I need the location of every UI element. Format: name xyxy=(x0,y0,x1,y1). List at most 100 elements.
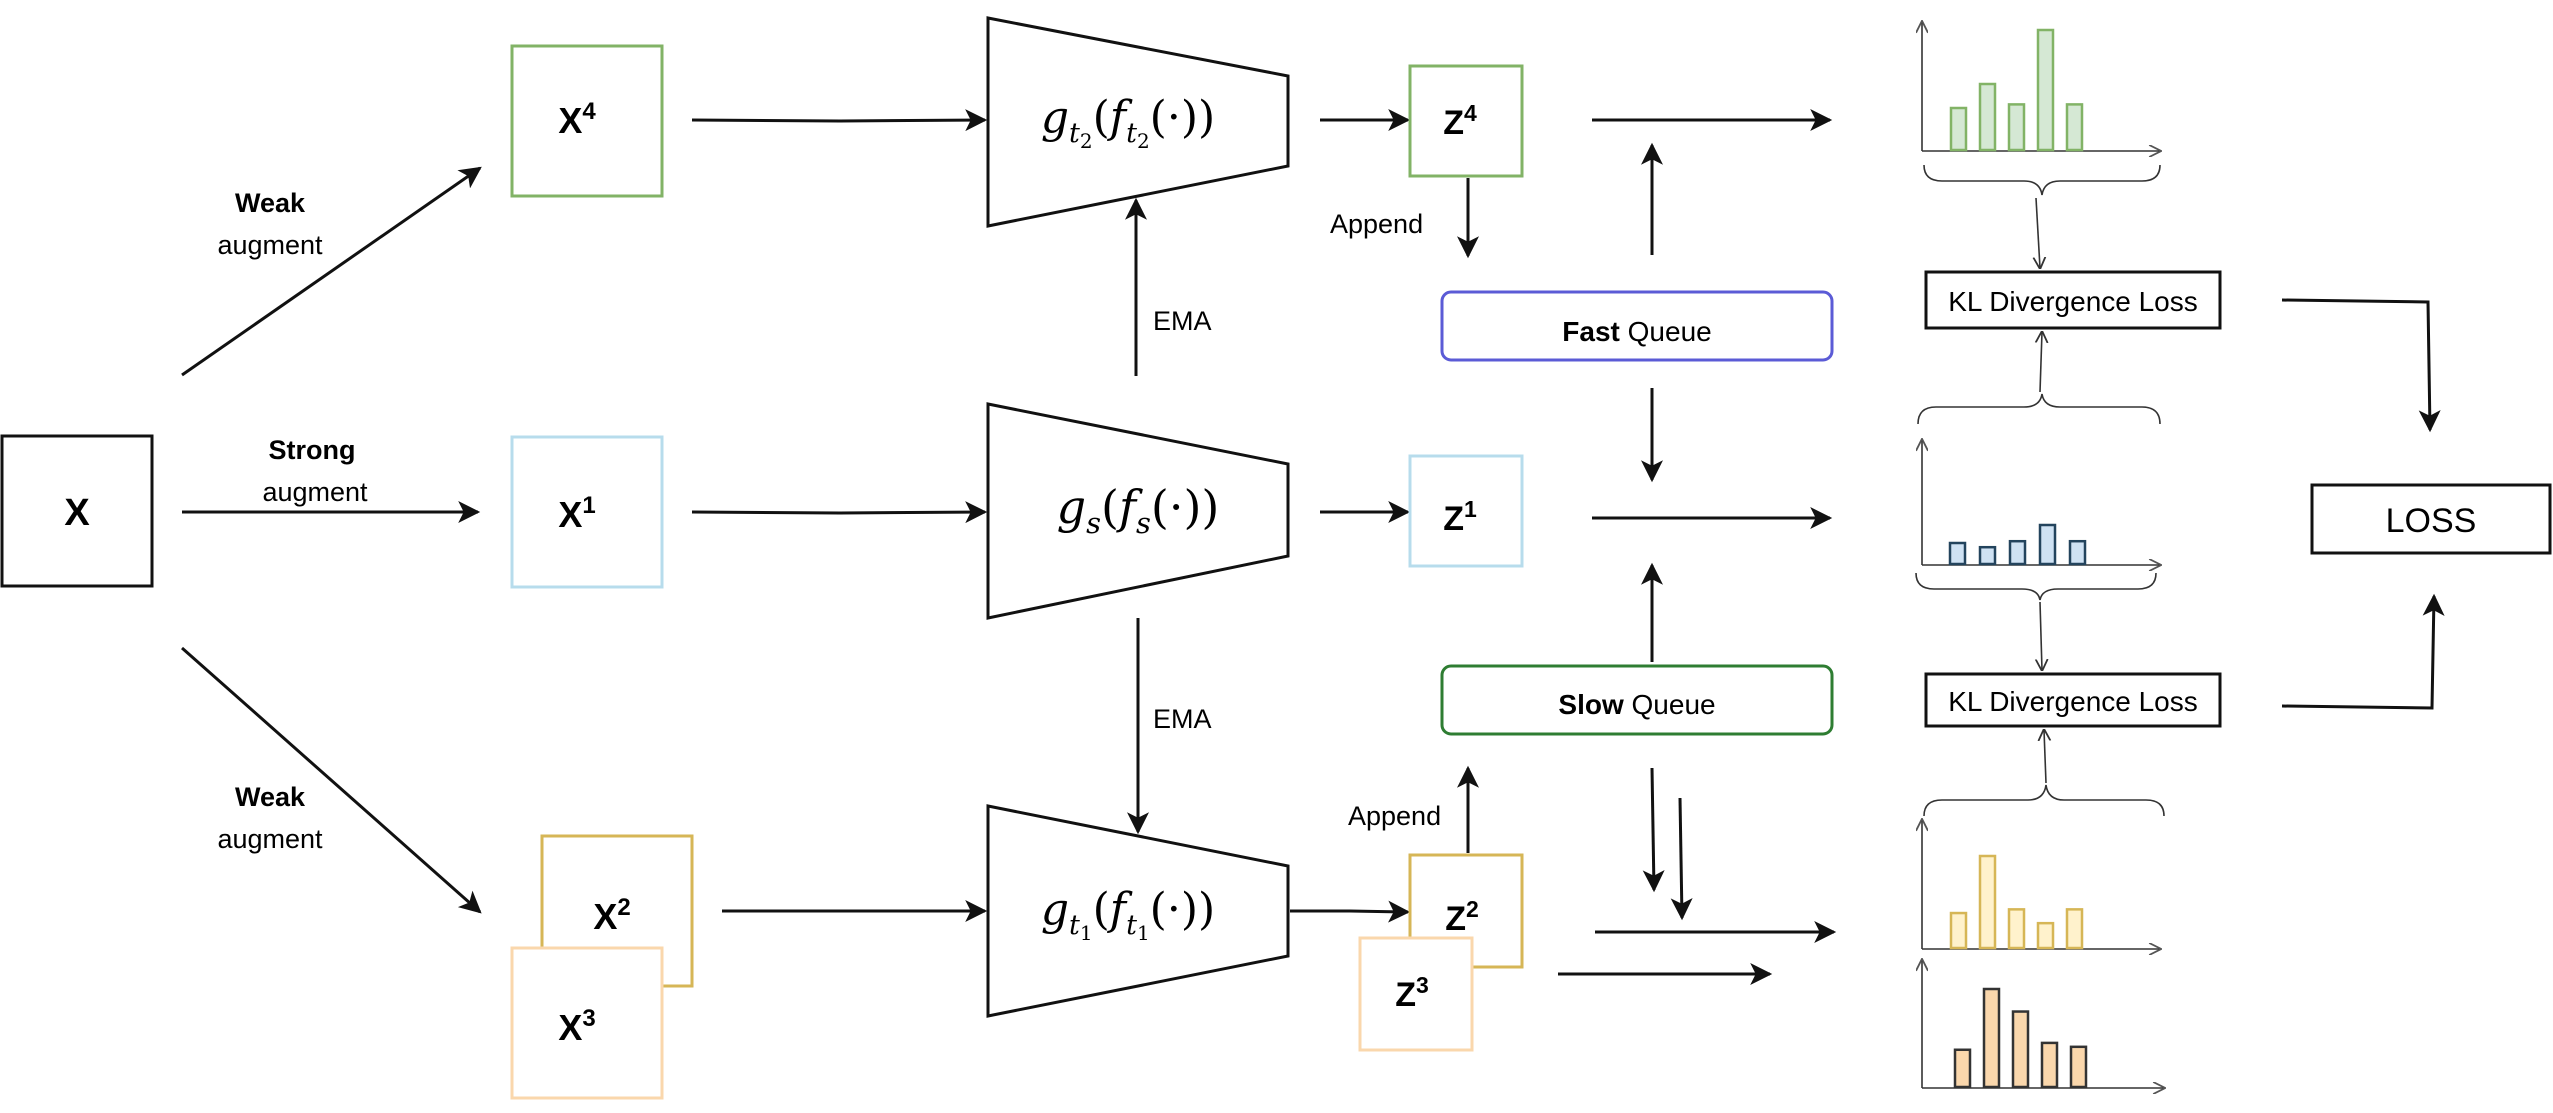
histogram-blue xyxy=(1915,440,2160,601)
embedding-z1-base: Z xyxy=(1443,500,1464,538)
kl-loss-bottom-label: KL Divergence Loss xyxy=(1948,686,2198,717)
histogram-yellow-bar-2 xyxy=(1978,854,1997,950)
svg-text:Slow Queue: Slow Queue xyxy=(1558,689,1715,720)
kl-loss-top: KL Divergence Loss xyxy=(1924,270,2222,330)
embedding-z2-base: Z xyxy=(1445,900,1466,938)
histogram-yellow-bar-4 xyxy=(2036,921,2055,950)
edge-kl-bottom-to-loss xyxy=(2281,593,2445,710)
teacher1-f-subsub: 1 xyxy=(1137,921,1150,945)
student-f-sub: s xyxy=(1136,506,1151,540)
augment-top-text: augment xyxy=(217,230,323,260)
svg-text:X1: X1 xyxy=(558,492,595,535)
network-teacher1: gt1(ft1(·)) xyxy=(986,804,1290,1018)
ema-label-top: EMA xyxy=(1153,306,1212,336)
embedding-z1-sup: 1 xyxy=(1464,496,1477,522)
teacher2-g-subsub: 2 xyxy=(1080,129,1093,153)
weak-augment-edge-top xyxy=(181,166,482,377)
kl-loss-bottom: KL Divergence Loss xyxy=(1924,672,2222,728)
histogram-orange-bar-2 xyxy=(1982,987,2001,1089)
histogram-yellow-bar-5 xyxy=(2065,908,2084,950)
input-node: X xyxy=(0,434,154,588)
view-x3-sup: 3 xyxy=(582,1005,595,1032)
svg-text:Z1: Z1 xyxy=(1443,496,1477,538)
teacher2-arg: (·)) xyxy=(1150,92,1215,143)
slow-queue-down-edge-2 xyxy=(1670,797,1693,921)
histogram-blue-brace-bottom xyxy=(1915,572,2157,601)
histogram-yellow-brace xyxy=(1923,784,2165,817)
histogram-yellow-bar-3 xyxy=(2007,908,2026,950)
histogram-green-brace xyxy=(1923,164,2161,196)
view-x4-base: X xyxy=(558,100,582,141)
teacher1-g: g xyxy=(1041,884,1069,935)
fast-queue-suffix: Queue xyxy=(1620,316,1712,347)
svg-text:Z3: Z3 xyxy=(1395,972,1429,1014)
svg-text:X4: X4 xyxy=(558,98,596,141)
teacher2-f-sub: t xyxy=(1126,118,1137,149)
histogram-green-bar-5 xyxy=(2065,103,2084,152)
student-g: g xyxy=(1057,480,1086,534)
view-x2-sup: 2 xyxy=(617,894,630,921)
ema-label-bottom: EMA xyxy=(1153,704,1212,734)
view-x3-base: X xyxy=(558,1007,582,1048)
histogram-blue-bar-3 xyxy=(2008,539,2027,566)
slow-queue-suffix: Queue xyxy=(1624,689,1716,720)
embedding-z4: Z4 xyxy=(1408,64,1524,178)
histogram-orange-bar-3 xyxy=(2011,1010,2030,1089)
histogram-blue-brace-top xyxy=(1917,393,2161,425)
view-x1-base: X xyxy=(558,494,582,535)
svg-text:Z2: Z2 xyxy=(1445,896,1479,938)
student-arg: (·)) xyxy=(1151,480,1219,534)
total-loss: LOSS xyxy=(2310,483,2552,555)
augment-bottom-strength: Weak xyxy=(235,782,306,812)
kl-loss-top-label: KL Divergence Loss xyxy=(1948,286,2198,317)
histogram-green-bar-1 xyxy=(1949,106,1968,152)
student-g-sub: s xyxy=(1086,506,1101,540)
embedding-z2-sup: 2 xyxy=(1466,896,1479,922)
embedding-z4-base: Z xyxy=(1443,104,1464,142)
embedding-z3: Z3 xyxy=(1358,936,1474,1052)
view-x4: X4 xyxy=(510,44,664,198)
teacher2-g-sub: t xyxy=(1069,118,1080,149)
teacher1-g-subsub: 1 xyxy=(1080,921,1093,945)
view-x1-sup: 1 xyxy=(582,492,595,519)
augment-top-strength: Weak xyxy=(235,188,306,218)
teacher1-arg: (·)) xyxy=(1150,884,1215,935)
histogram-green xyxy=(1922,22,2161,196)
network-teacher2: gt2(ft2(·)) xyxy=(986,16,1290,228)
total-loss-label: LOSS xyxy=(2386,502,2477,540)
view-x1: X1 xyxy=(510,435,664,589)
augment-middle-strength: Strong xyxy=(269,435,356,465)
input-label: X xyxy=(64,492,90,534)
slow-queue-down-edge-1 xyxy=(1642,767,1665,893)
histogram-orange-bar-5 xyxy=(2069,1045,2088,1089)
fast-queue-name: Fast xyxy=(1562,316,1620,347)
histogram-yellow xyxy=(1922,820,2160,949)
slow-queue: Slow Queue xyxy=(1440,664,1834,736)
svg-text:X2: X2 xyxy=(593,894,630,937)
histogram-yellow-bar-1 xyxy=(1949,911,1968,950)
append-label-bottom: Append xyxy=(1348,801,1441,831)
view-x2-base: X xyxy=(593,896,617,937)
histogram-blue-bar-1 xyxy=(1948,541,1967,566)
teacher2-g: g xyxy=(1041,92,1069,143)
edge-x4-to-teacher2 xyxy=(691,109,988,132)
histogram-green-bar-3 xyxy=(2007,103,2026,152)
histogram-orange-bar-4 xyxy=(2040,1041,2059,1089)
histogram-orange-bar-1 xyxy=(1953,1048,1972,1089)
append-label-top: Append xyxy=(1330,209,1423,239)
arrow-green-to-kl-top xyxy=(2036,197,2040,268)
svg-text:X3: X3 xyxy=(558,1005,595,1048)
embedding-z3-base: Z xyxy=(1395,976,1416,1014)
teacher1-g-sub: t xyxy=(1069,910,1080,941)
svg-text:gt2(ft2(·)): gt2(ft2(·)) xyxy=(1041,92,1215,153)
slow-queue-name: Slow xyxy=(1558,689,1624,720)
svg-text:Fast Queue: Fast Queue xyxy=(1562,316,1711,347)
histogram-orange xyxy=(1922,960,2164,1088)
histogram-blue-bar-2 xyxy=(1978,545,1997,566)
arrow-blue-to-kl-bottom xyxy=(2040,601,2042,670)
embedding-z1: Z1 xyxy=(1408,454,1524,568)
embedding-z3-sup: 3 xyxy=(1416,972,1429,998)
view-x3: X3 xyxy=(510,946,664,1100)
fast-queue: Fast Queue xyxy=(1440,290,1834,362)
